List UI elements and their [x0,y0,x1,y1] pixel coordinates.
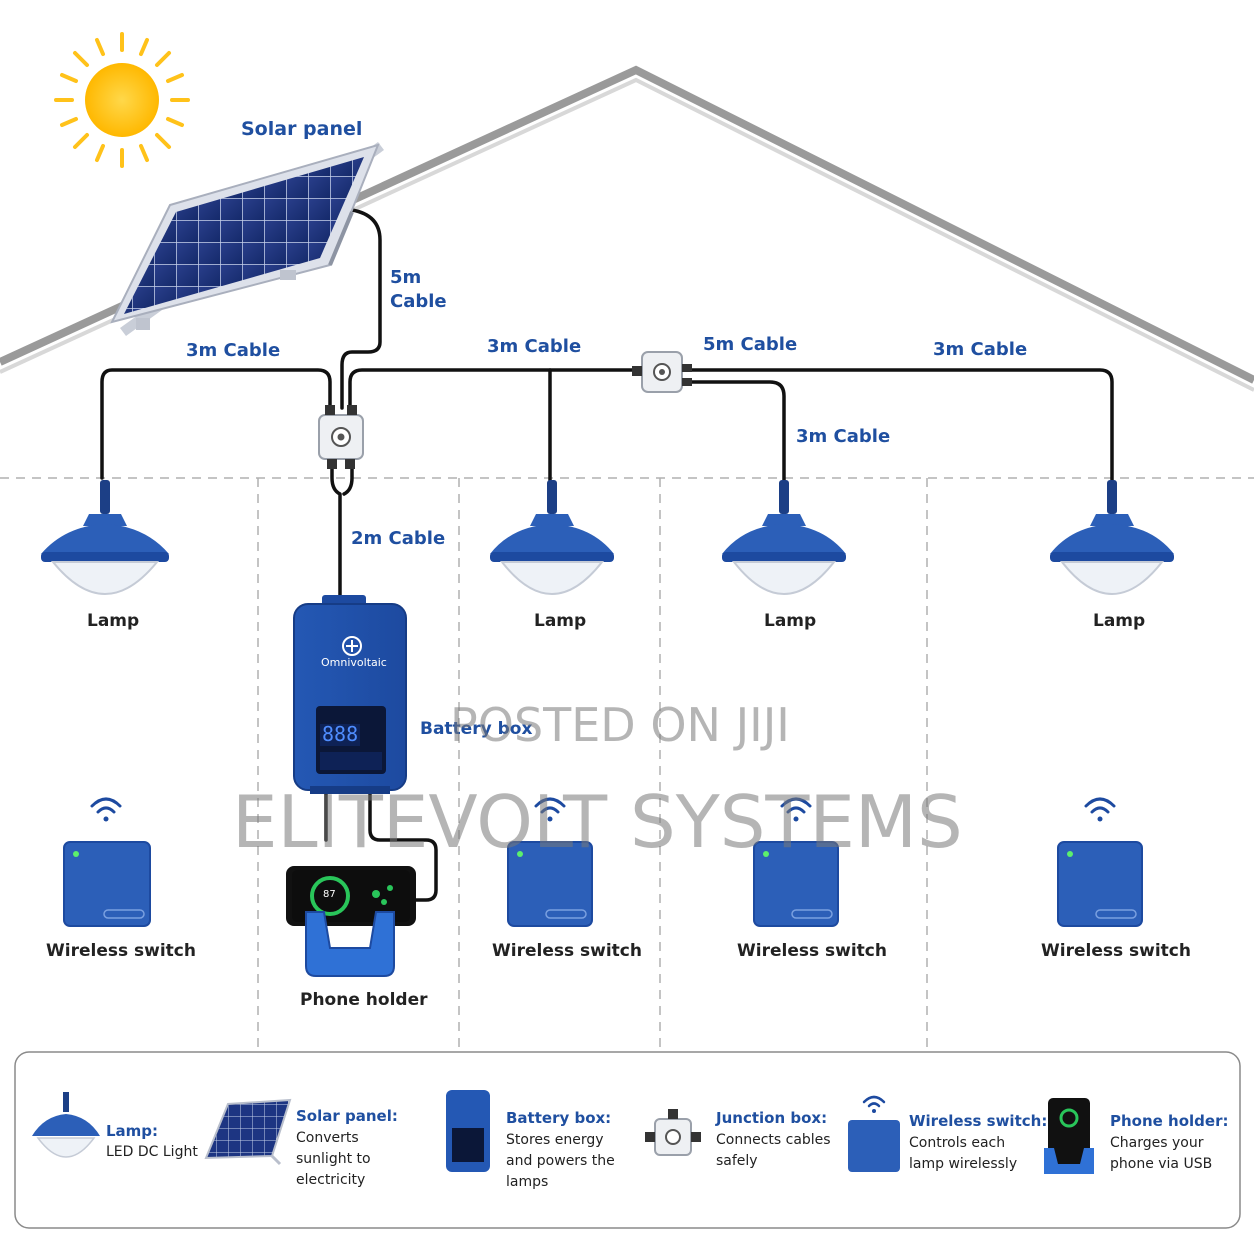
label-lamp-4: Lamp [1093,611,1146,631]
legend-switch-title: Wireless switch: [909,1112,1048,1130]
battery-box-icon [293,595,407,794]
watermark-posted: POSTED ON JIJI [450,698,790,752]
solar-panel-icon [110,142,384,336]
legend-phone-desc: Charges your phone via USB [1110,1135,1213,1172]
legend-solar-title: Solar panel: [296,1107,398,1125]
label-lamp-1: Lamp [87,611,140,631]
legend-junction-title: Junction box: [716,1109,828,1127]
lamp-icon [722,480,846,595]
label-wireless-switch-4: Wireless switch [1041,941,1191,961]
phone-battery-percent: 87 [323,889,336,900]
legend-phone-holder-icon [1044,1098,1094,1174]
battery-display-digits: 888 [322,722,359,746]
wireless-switch-icon [753,797,839,927]
lamp-icon [41,480,169,595]
room-dividers [0,477,1254,1050]
legend-lamp-icon [32,1092,100,1158]
phone-holder-icon [286,866,416,977]
legend-battery-desc: Stores energy and powers the lamps [506,1132,615,1190]
lamp-icon [490,480,614,595]
watermark-company: ELITEVOLT SYSTEMS [232,780,963,864]
lamp-icon [1050,480,1174,595]
legend-lamp-title: Lamp: [106,1122,159,1140]
label-wireless-switch-1: Wireless switch [46,941,196,961]
label-wireless-switch-2: Wireless switch [492,941,642,961]
wireless-switch-icon [507,797,593,927]
legend-junction-desc: Connects cables safely [716,1132,831,1169]
label-lamp-2: Lamp [534,611,587,631]
label-cable-3m-mid: 3m Cable [487,336,582,357]
legend-junction-box-icon [645,1109,701,1156]
legend-switch-desc: Controls each lamp wirelessly [909,1135,1018,1172]
label-battery-box: Battery box [420,719,533,739]
label-cable-3m-left: 3m Cable [186,340,281,361]
label-cable-5m-vertical: 5m Cable [390,267,447,312]
junction-box-main [318,405,364,469]
label-cable-2m: 2m Cable [351,528,446,549]
wireless-switch-icon [63,797,151,927]
label-phone-holder: Phone holder [300,990,428,1010]
legend-wireless-switch-icon [848,1095,900,1172]
legend-solar-panel-icon [204,1098,292,1166]
legend-lamp-desc: LED DC Light [106,1144,198,1160]
label-cable-5m-mid: 5m Cable [703,334,798,355]
label-solar-panel: Solar panel [241,118,363,140]
legend-solar-desc: Converts sunlight to electricity [296,1130,371,1188]
label-wireless-switch-3: Wireless switch [737,941,887,961]
battery-brand: Omnivoltaic [321,656,387,669]
legend-battery-title: Battery box: [506,1109,612,1127]
wireless-switch-icon [1057,797,1143,927]
legend-panel [14,1051,1241,1229]
legend-phone-title: Phone holder: [1110,1112,1229,1130]
label-cable-3m-drop: 3m Cable [796,426,891,447]
sun-icon [54,32,190,168]
label-lamp-3: Lamp [764,611,817,631]
label-cable-3m-right: 3m Cable [933,339,1028,360]
junction-box-secondary [632,351,692,393]
legend-battery-box-icon [446,1090,490,1172]
cables [100,208,1114,902]
